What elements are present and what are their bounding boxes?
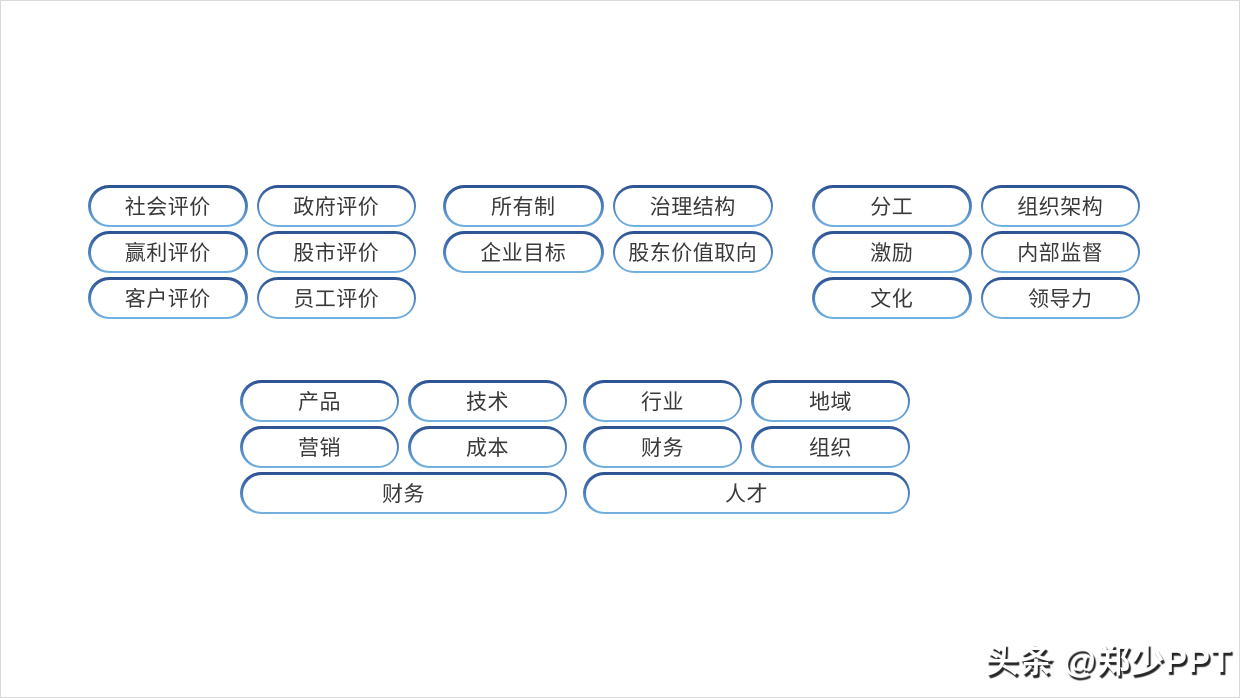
pill: 分工: [812, 185, 972, 227]
pill-label: 组织: [753, 428, 908, 466]
pill-label: 股东价值取向: [615, 233, 771, 271]
group-evaluation: 社会评价 政府评价 赢利评价 股市评价 客户评价 员工评价: [88, 185, 416, 319]
pill: 组织架构: [980, 185, 1140, 227]
pill: 文化: [812, 277, 972, 319]
pill: 内部监督: [980, 231, 1140, 273]
pill-label: 财务: [585, 428, 740, 466]
pill: 社会评价: [88, 185, 248, 227]
pill-label: 客户评价: [90, 279, 245, 317]
group-business-left: 产品 技术 营销 成本 财务: [240, 380, 567, 514]
pill-wide: 人才: [583, 472, 910, 514]
pill: 激励: [812, 231, 972, 273]
pill-label: 治理结构: [615, 187, 771, 225]
pill-label: 企业目标: [445, 233, 601, 271]
pill-label: 所有制: [445, 187, 601, 225]
pill-label: 地域: [753, 382, 908, 420]
pill: 产品: [240, 380, 399, 422]
pill-label: 成本: [410, 428, 565, 466]
pill-label: 组织架构: [983, 187, 1138, 225]
pill-label: 技术: [410, 382, 565, 420]
group-governance: 所有制 治理结构 企业目标 股东价值取向: [443, 185, 773, 273]
watermark-toutiao-author: 头条 @郑少PPT: [985, 642, 1232, 679]
pill-label: 政府评价: [259, 187, 414, 225]
pill: 营销: [240, 426, 399, 468]
pill-label: 行业: [585, 382, 740, 420]
pill: 股东价值取向: [612, 231, 773, 273]
pill: 客户评价: [88, 277, 248, 319]
pill: 领导力: [980, 277, 1140, 319]
pill-label: 股市评价: [259, 233, 414, 271]
pill: 财务: [583, 426, 742, 468]
group-organization: 分工 组织架构 激励 内部监督 文化 领导力: [812, 185, 1140, 319]
pill-wide: 财务: [240, 472, 567, 514]
pill: 成本: [408, 426, 567, 468]
pill: 行业: [583, 380, 742, 422]
pill-label: 赢利评价: [90, 233, 245, 271]
pill-label: 领导力: [983, 279, 1138, 317]
pill: 股市评价: [256, 231, 416, 273]
pill-label: 社会评价: [90, 187, 245, 225]
pill-label: 内部监督: [983, 233, 1138, 271]
pill: 治理结构: [612, 185, 773, 227]
pill: 地域: [751, 380, 910, 422]
pill-label: 财务: [242, 474, 565, 512]
pill-label: 激励: [814, 233, 969, 271]
pill: 企业目标: [443, 231, 604, 273]
group-business-right: 行业 地域 财务 组织 人才: [583, 380, 910, 514]
pill-label: 员工评价: [259, 279, 414, 317]
pill-label: 营销: [242, 428, 397, 466]
pill: 技术: [408, 380, 567, 422]
pill-label: 人才: [585, 474, 908, 512]
pill-label: 文化: [814, 279, 969, 317]
pill: 员工评价: [256, 277, 416, 319]
pill: 所有制: [443, 185, 604, 227]
pill: 赢利评价: [88, 231, 248, 273]
pill-label: 分工: [814, 187, 969, 225]
pill: 政府评价: [256, 185, 416, 227]
pill: 组织: [751, 426, 910, 468]
pill-label: 产品: [242, 382, 397, 420]
